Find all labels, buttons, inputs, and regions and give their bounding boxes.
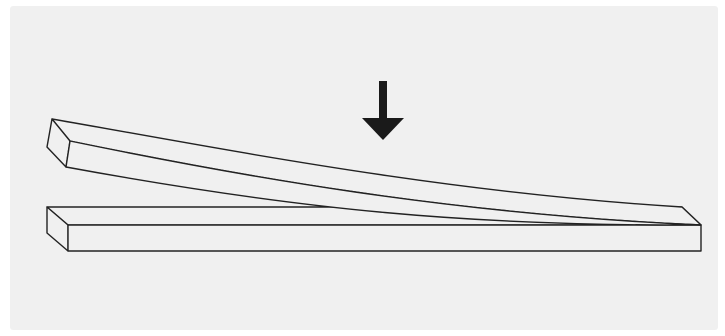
- curved-bar-front-face: [65, 140, 702, 226]
- arrow-head: [362, 118, 404, 140]
- down-arrow-icon: [362, 81, 404, 140]
- straight-bar-front-face: [67, 224, 702, 252]
- arrow-shaft: [379, 81, 387, 121]
